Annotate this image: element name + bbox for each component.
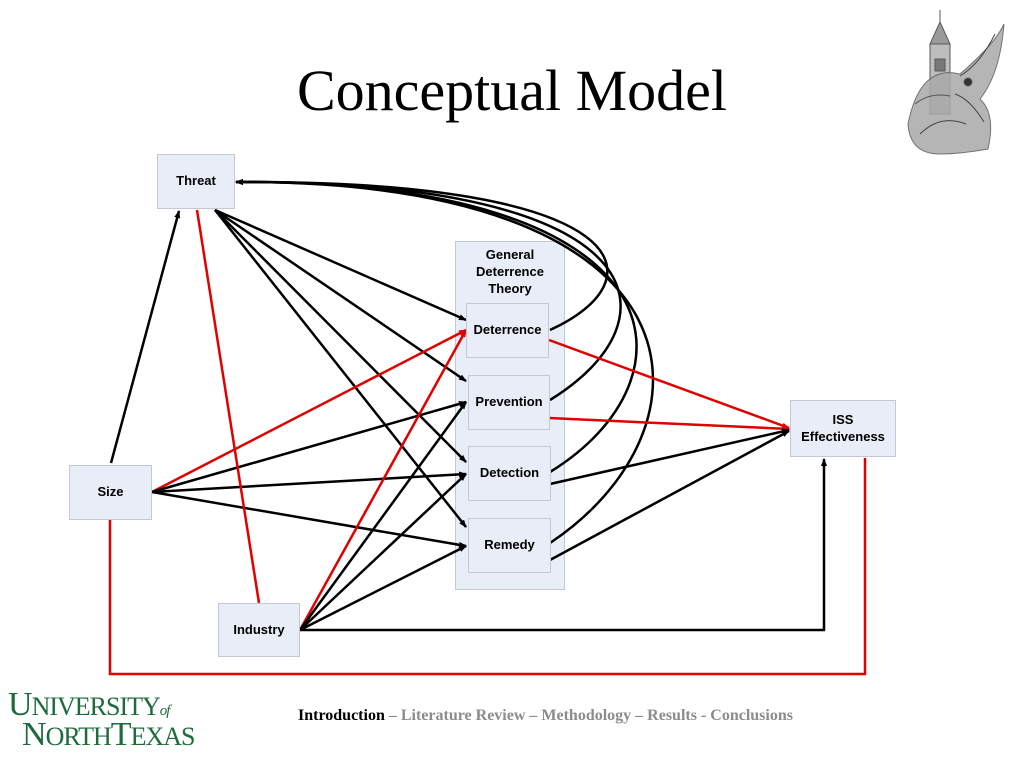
logo-niversity: NIVERSITY: [31, 692, 161, 721]
gdt-label-line3: Theory: [488, 281, 532, 296]
university-logo: UNIVERSITYof NORTHTEXAS: [8, 686, 228, 753]
logo-exas: EXAS: [130, 722, 196, 751]
logo-orth: ORTH: [45, 722, 112, 751]
detection-label: Detection: [479, 465, 540, 481]
nav-remaining-sections[interactable]: – Literature Review – Methodology – Resu…: [384, 707, 793, 724]
size-to-prevention-link: [151, 400, 467, 494]
iss-label-line1: ISS: [832, 411, 854, 427]
threat-label: Threat: [176, 173, 216, 189]
remedy-node: Remedy: [468, 518, 551, 573]
size-iss-link: [108, 458, 867, 676]
threat-to-deterrence-link: [214, 208, 467, 322]
gdt-label-line2: Deterrence: [476, 264, 544, 279]
industry-node: Industry: [218, 603, 300, 657]
prevention-node: Prevention: [468, 375, 550, 430]
logo-line1: UNIVERSITYof: [8, 686, 171, 724]
size-to-threat-link: [109, 210, 181, 464]
remedy-label: Remedy: [484, 537, 535, 553]
gdt-label-line1: General: [485, 247, 535, 262]
remedy-to-threat-link: [235, 178, 655, 545]
threat-to-detection-link: [214, 209, 467, 463]
industry-to-detection-link: [299, 473, 467, 631]
logo-t: T: [110, 716, 132, 753]
industry-to-deterrence-link: [298, 329, 468, 631]
nav-current-section[interactable]: Introduction: [298, 707, 385, 724]
logo-n: N: [22, 716, 47, 753]
size-node: Size: [69, 465, 152, 520]
section-navigation: Introduction – Literature Review – Metho…: [298, 707, 793, 725]
logo-line2: NORTHTEXAS: [22, 716, 196, 754]
deterrence-to-threat-link: [235, 178, 609, 332]
industry-to-remedy-link: [299, 544, 467, 632]
threat-to-remedy-link: [214, 209, 467, 528]
deterrence-node: Deterrence: [466, 303, 549, 358]
size-to-remedy-link: [151, 490, 467, 548]
iss-label-line2: Effectiveness: [801, 428, 885, 444]
size-to-detection-link: [151, 471, 467, 494]
detection-node: Detection: [468, 446, 551, 501]
prevention-to-threat-link: [235, 178, 622, 402]
logo-u: U: [8, 686, 33, 723]
eagle-tower-emblem-icon: [907, 10, 1005, 155]
remedy-to-iss-link: [549, 429, 790, 562]
detection-to-threat-link: [235, 178, 638, 474]
threat-industry-link: [195, 209, 261, 604]
size-to-deterrence-link: [151, 328, 467, 494]
size-label: Size: [97, 484, 124, 500]
prevention-label: Prevention: [475, 394, 543, 410]
deterrence-to-iss-link: [548, 338, 790, 430]
slide-title: Conceptual Model: [296, 58, 728, 123]
prevention-to-iss-link: [548, 416, 790, 432]
industry-to-iss-link: [300, 458, 827, 632]
industry-to-prevention-link: [298, 401, 468, 631]
logo-of: of: [159, 703, 171, 719]
deterrence-label: Deterrence: [473, 322, 542, 338]
industry-label: Industry: [233, 621, 285, 637]
gdt-label: General Deterrence Theory: [456, 246, 564, 297]
iss-effectiveness-node: ISS Effectiveness: [790, 400, 896, 457]
threat-to-prevention-link: [214, 208, 467, 383]
detection-to-iss-link: [549, 428, 790, 486]
threat-node: Threat: [157, 154, 235, 209]
